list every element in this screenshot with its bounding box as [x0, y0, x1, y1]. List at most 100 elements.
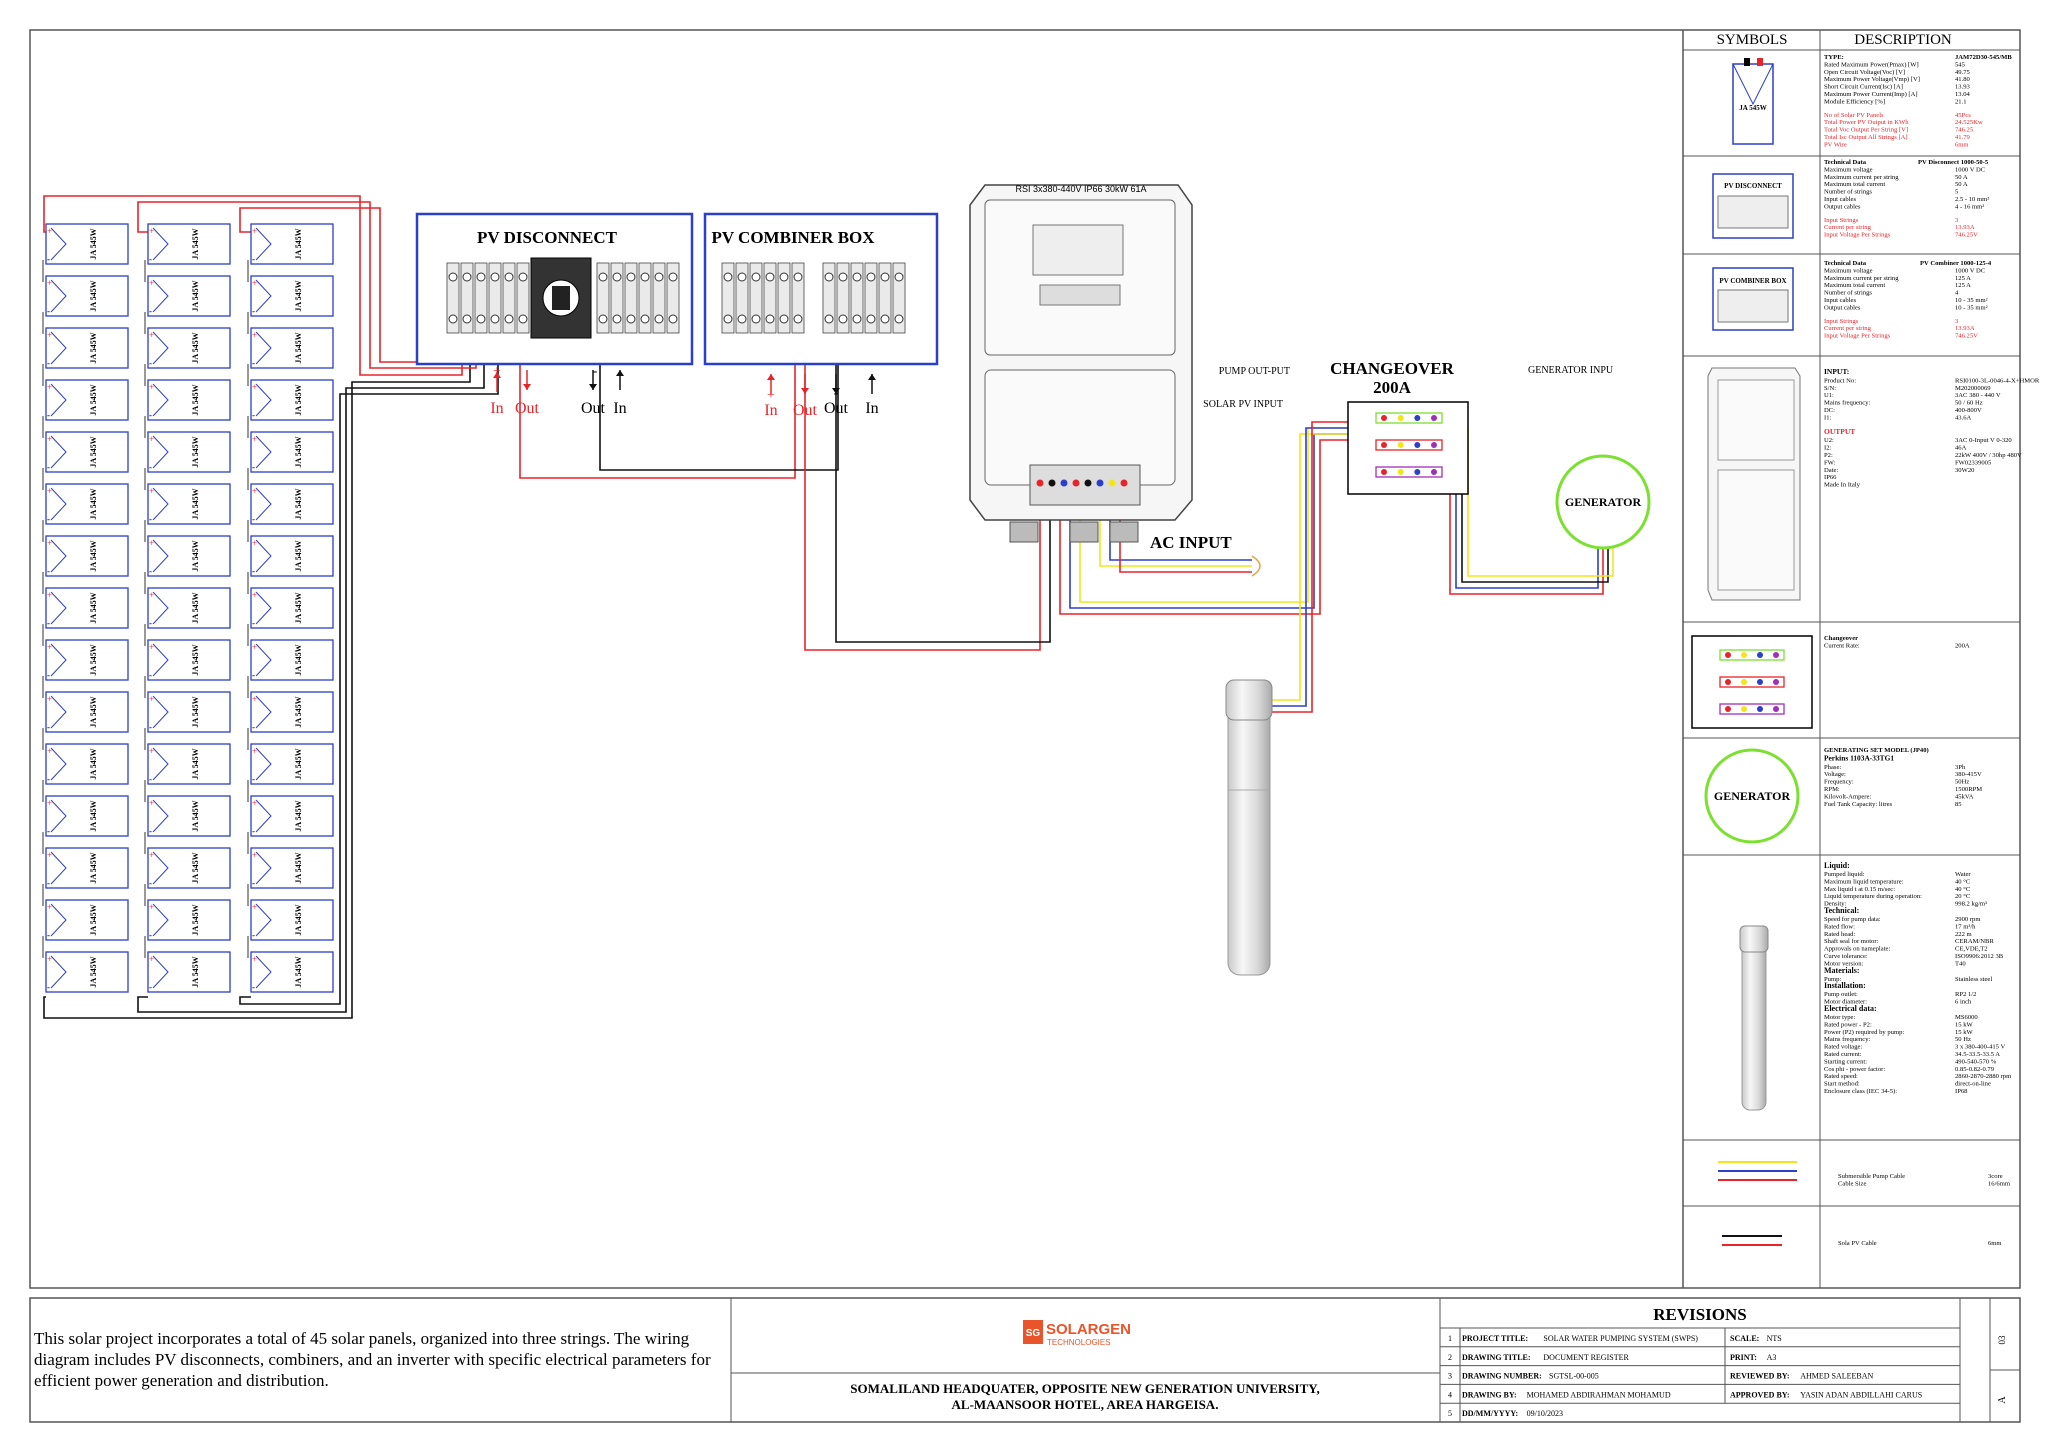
inverter-spec-value: 50 / 60 Hz	[1955, 400, 1983, 407]
solar-panel-diode	[255, 331, 272, 365]
solar-panel-diode	[50, 643, 67, 677]
solar-panel-frame	[147, 327, 231, 369]
changeover-dot	[1414, 415, 1421, 421]
solar-panel-diode	[152, 539, 169, 573]
solar-panel: +-JA 545W	[147, 275, 231, 317]
combiner-terminal	[864, 262, 878, 334]
solar-panel-frame	[147, 223, 231, 265]
combiner-terminal-screw	[793, 272, 803, 282]
solar-panel: +-JA 545W	[45, 639, 129, 681]
changeover-dot	[1397, 442, 1404, 448]
panel-spec-label: Maximum Power Voltage(Vmp) [V]	[1824, 76, 1920, 83]
panel-plus: +	[149, 902, 154, 912]
panel-plus: +	[252, 694, 257, 704]
combiner-terminal	[822, 262, 836, 334]
solar-panel-frame	[250, 691, 334, 733]
combiner-spec-label: Maximum total current	[1824, 282, 1885, 289]
disconnect-spec-label: Input cables	[1824, 196, 1856, 203]
solar-panel-label: JA 545W	[294, 436, 303, 467]
panel-plus: +	[47, 746, 52, 756]
panel-plus: +	[47, 434, 52, 444]
changeover-dot	[1381, 442, 1387, 448]
pump-symbol-head	[1739, 925, 1769, 953]
panel-minus: -	[149, 410, 152, 420]
solar-panel-label: JA 545W	[294, 852, 303, 883]
solar-panel-frame	[147, 639, 231, 681]
solar-panel-array: +-JA 545W+-JA 545W+-JA 545W+-JA 545W+-JA…	[45, 223, 334, 993]
panel-minus: -	[252, 566, 255, 576]
changeover-dot	[1741, 706, 1747, 712]
generator-label: GENERATOR	[1565, 495, 1642, 509]
disconnect-calc-label: Input Voltage Per Strings	[1824, 232, 1891, 239]
generator-spec-label: Phase:	[1824, 764, 1841, 771]
inverter-spec-value: RSI0100-3L-0046-4-X+HMOR	[1955, 377, 2040, 384]
cable-value: 16/6mm	[1988, 1180, 2011, 1187]
solar-panel-label: JA 545W	[89, 488, 98, 519]
panel-symbol: JA 545W	[1732, 58, 1774, 145]
pv-combiner-in-label: In	[764, 402, 777, 419]
solar-panel-frame	[45, 483, 129, 525]
changeover-dot	[1741, 679, 1747, 685]
disconnect-spec-label: Maximum voltage	[1824, 166, 1873, 173]
solar-panel-label: JA 545W	[294, 696, 303, 727]
solar-panel-diode	[50, 747, 67, 781]
solar-panel: +-JA 545W	[45, 795, 129, 837]
solar-panel-label: JA 545W	[89, 696, 98, 727]
revision-value: SOLAR WATER PUMPING SYSTEM (SWPS)	[1543, 1334, 1698, 1343]
solar-panel-diode	[50, 851, 67, 885]
solar-panel-diode	[152, 955, 169, 989]
pv-disconnect-in2-label: In	[613, 400, 626, 417]
cable-gland-3	[1109, 521, 1139, 543]
combiner-terminal-screw	[723, 314, 733, 324]
panel-minus: -	[149, 358, 152, 368]
solar-panel-diode	[50, 279, 67, 313]
panel-plus: +	[252, 954, 257, 964]
combiner-terminal-screw	[866, 314, 876, 324]
solar-panel: +-JA 545W	[45, 587, 129, 629]
generator-spec-value: 1500RPM	[1955, 786, 1982, 793]
changeover-symbol-terminals	[1719, 649, 1785, 715]
solar-panel-diode	[255, 799, 272, 833]
disconnect-spec-label: Number of strings	[1824, 189, 1872, 196]
disconnect-terminal-screw	[518, 272, 528, 282]
solar-panel-label: JA 545W	[89, 384, 98, 415]
disconnect-spec-value: 50 A	[1955, 174, 1968, 181]
panel-minus: -	[47, 618, 50, 628]
solar-panel-label: JA 545W	[294, 956, 303, 987]
panel-spec-value: 13.93	[1955, 84, 1971, 91]
solar-panel: +-JA 545W	[45, 951, 129, 993]
changeover-dot	[1397, 469, 1404, 475]
panel-minus: -	[149, 566, 152, 576]
ac-input-plug	[1251, 555, 1261, 577]
solar-panel: +-JA 545W	[250, 379, 334, 421]
pump-spec-label: Pumped liquid:	[1824, 871, 1865, 878]
revision-label: SCALE:	[1730, 1334, 1759, 1343]
generator: GENERATOR	[1555, 454, 1651, 550]
logo-mark	[1023, 1320, 1043, 1344]
revision-value: A3	[1767, 1353, 1777, 1362]
solar-panel-label: JA 545W	[89, 800, 98, 831]
solar-panel-label: JA 545W	[191, 592, 200, 623]
inverter-terminal-dot	[1084, 479, 1092, 487]
panel-spec-label: Module Efficiency [%]	[1824, 98, 1885, 105]
pump-spec-value: 17 m³/h	[1955, 923, 1976, 930]
pump-spec-value: 2900 rpm	[1955, 916, 1981, 923]
solar-panel-diode	[255, 383, 272, 417]
panel-plus: +	[252, 382, 257, 392]
pv-disconnect-title: PV DISCONNECT	[477, 228, 618, 247]
disconnect-terminal-screw	[612, 272, 622, 282]
panel-spec-value: 545	[1955, 61, 1966, 68]
combiner-terminal	[763, 262, 777, 334]
pump-spec-value: 34.5-33.5-33.5 A	[1955, 1051, 2000, 1058]
panel-calc-value: 746.25	[1955, 127, 1974, 134]
pump-spec-label: Rated speed:	[1824, 1073, 1858, 1080]
inverter-terminal-dot	[1108, 479, 1116, 487]
inverter-spec-value: M202000069	[1955, 385, 1991, 392]
changeover-row	[1375, 412, 1443, 424]
panel-plus: +	[149, 434, 154, 444]
solar-panel: +-JA 545W	[147, 847, 231, 889]
disconnect-terminal-screw	[518, 314, 528, 324]
solar-panel-frame	[250, 639, 334, 681]
solar-panel-frame	[45, 535, 129, 577]
pump-spec-value: 40 °C	[1955, 886, 1971, 893]
